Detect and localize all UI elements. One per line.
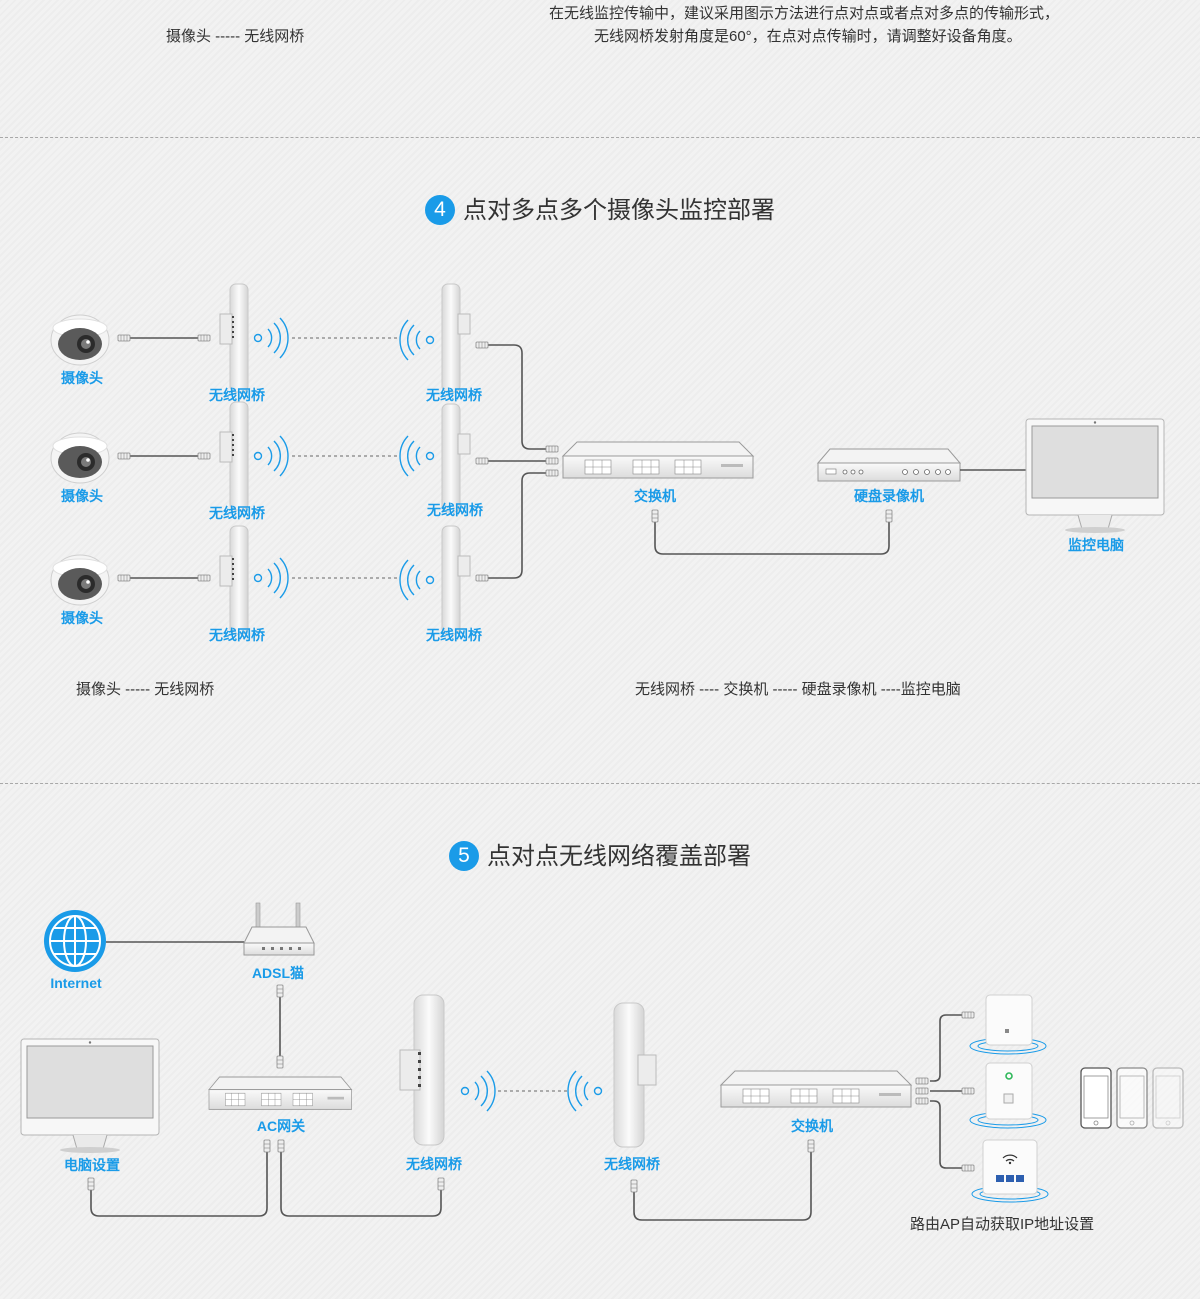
top-right-note-line2: 无线网桥发射角度是60°，在点对点传输时，请调整好设备角度。 (594, 28, 1022, 45)
smartphone-icon (1152, 1067, 1184, 1129)
wireless-bridge-icon (219, 283, 249, 393)
wireless-bridge-icon (219, 401, 249, 511)
access-point-icon (969, 1062, 1047, 1129)
section5-number-badge: 5 (449, 841, 479, 871)
switch-icon (562, 441, 754, 479)
camera-label: 摄像头 (61, 370, 103, 386)
camera-label: 摄像头 (61, 488, 103, 504)
smartphone-icon (1116, 1067, 1148, 1129)
panel-access-point-icon (971, 1139, 1049, 1203)
wireless-bridge-icon (441, 283, 471, 393)
wireless-bridge-icon (441, 525, 471, 635)
camera-label: 摄像头 (61, 610, 103, 626)
section5-title: 5 点对点无线网络覆盖部署 (0, 836, 1200, 871)
monitor-pc-label: 监控电脑 (1068, 537, 1124, 553)
section-divider (0, 137, 1200, 138)
bridge-label: 无线网桥 (427, 502, 483, 518)
nvr-label: 硬盘录像机 (854, 488, 924, 504)
ac-gateway-label: AC网关 (256, 1118, 306, 1134)
bridge-label: 无线网桥 (426, 387, 482, 403)
dome-camera-icon (50, 432, 110, 484)
switch-label: 交换机 (791, 1118, 833, 1134)
top-right-note-line1: 在无线监控传输中，建议采用图示方法进行点对点或者点对多点的传输形式， (549, 5, 1060, 22)
signal-wave-icon (460, 1070, 496, 1112)
wireless-bridge-icon (219, 525, 249, 635)
section4-title-text: 点对多点多个摄像头监控部署 (463, 197, 775, 224)
adsl-modem-icon (243, 902, 315, 956)
wireless-bridge-icon (399, 994, 445, 1146)
bridge-label: 无线网桥 (209, 387, 265, 403)
access-point-icon (969, 994, 1047, 1055)
dome-camera-icon (50, 314, 110, 366)
smartphone-icon (1080, 1067, 1112, 1129)
adsl-modem-label: ADSL猫 (251, 965, 305, 981)
wireless-bridge-icon (441, 403, 471, 513)
signal-wave-icon (253, 435, 289, 477)
ac-gateway-icon (208, 1076, 352, 1110)
internet-globe-icon (44, 910, 106, 972)
monitor-computer-icon (1025, 418, 1165, 534)
top-left-note: 摄像头 ----- 无线网桥 (166, 28, 305, 45)
bridge-label: 无线网桥 (209, 627, 265, 643)
section-divider (0, 783, 1200, 784)
signal-wave-icon (253, 317, 289, 359)
section4-note-left: 摄像头 ----- 无线网桥 (76, 681, 215, 698)
signal-wave-icon (399, 435, 435, 477)
bridge-label: 无线网桥 (604, 1156, 660, 1172)
section4-note-right: 无线网桥 ---- 交换机 ----- 硬盘录像机 ----监控电脑 (635, 681, 961, 698)
section4-number-badge: 4 (425, 195, 455, 225)
section5-title-text: 点对点无线网络覆盖部署 (487, 843, 751, 870)
bridge-label: 无线网桥 (426, 627, 482, 643)
signal-wave-icon (567, 1070, 603, 1112)
signal-wave-icon (399, 319, 435, 361)
dome-camera-icon (50, 554, 110, 606)
switch-icon (720, 1070, 912, 1108)
pc-computer-icon (20, 1038, 160, 1154)
nvr-icon (816, 448, 962, 482)
pc-settings-label: 电脑设置 (64, 1157, 120, 1173)
ap-note: 路由AP自动获取IP地址设置 (910, 1216, 1095, 1233)
signal-wave-icon (253, 557, 289, 599)
bridge-label: 无线网桥 (209, 505, 265, 521)
signal-wave-icon (399, 559, 435, 601)
switch-label: 交换机 (634, 488, 676, 504)
internet-label: Internet (50, 975, 102, 991)
section4-title: 4 点对多点多个摄像头监控部署 (0, 190, 1200, 225)
bridge-label: 无线网桥 (406, 1156, 462, 1172)
wireless-bridge-icon (613, 1002, 657, 1148)
